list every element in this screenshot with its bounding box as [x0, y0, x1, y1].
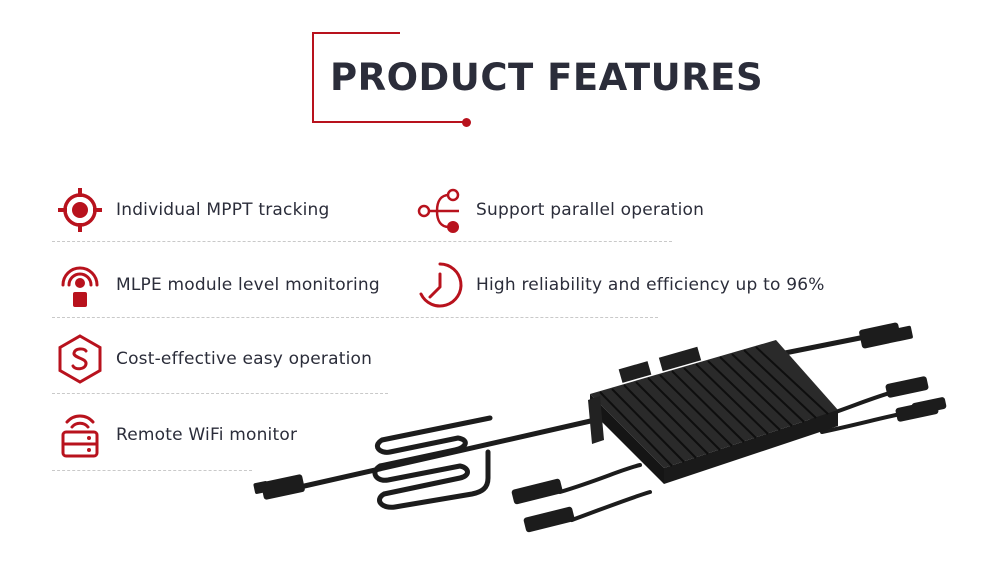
feature-label: MLPE module level monitoring: [116, 275, 380, 295]
feature-divider: [52, 317, 658, 318]
wifi-device-icon: [54, 409, 106, 461]
feature-parallel-operation: Support parallel operation: [414, 184, 704, 236]
target-icon: [54, 184, 106, 236]
monitoring-signal-icon: [54, 259, 106, 311]
title-frame-top: [312, 32, 400, 34]
feature-divider: [52, 241, 672, 242]
title-frame-bottom: [312, 121, 464, 123]
parallel-branch-icon: [414, 184, 466, 236]
feature-cost-effective: Cost-effective easy operation: [54, 333, 372, 385]
feature-mppt-tracking: Individual MPPT tracking: [54, 184, 330, 236]
clock-gauge-icon: [414, 259, 466, 311]
feature-label: Individual MPPT tracking: [116, 200, 330, 220]
page-title: PRODUCT FEATURES: [330, 56, 764, 99]
feature-divider: [52, 470, 252, 471]
title-frame-left: [312, 32, 314, 123]
feature-label: Remote WiFi monitor: [116, 425, 298, 445]
feature-divider: [52, 393, 388, 394]
title-frame-dot: [462, 118, 471, 127]
feature-remote-wifi: Remote WiFi monitor: [54, 409, 297, 461]
hexagon-s-icon: [54, 333, 106, 385]
feature-label: Cost-effective easy operation: [116, 349, 373, 369]
feature-label: High reliability and efficiency up to 96…: [476, 275, 825, 295]
feature-label: Support parallel operation: [476, 200, 705, 220]
feature-mlpe-monitoring: MLPE module level monitoring: [54, 259, 380, 311]
feature-reliability-efficiency: High reliability and efficiency up to 96…: [414, 259, 825, 311]
